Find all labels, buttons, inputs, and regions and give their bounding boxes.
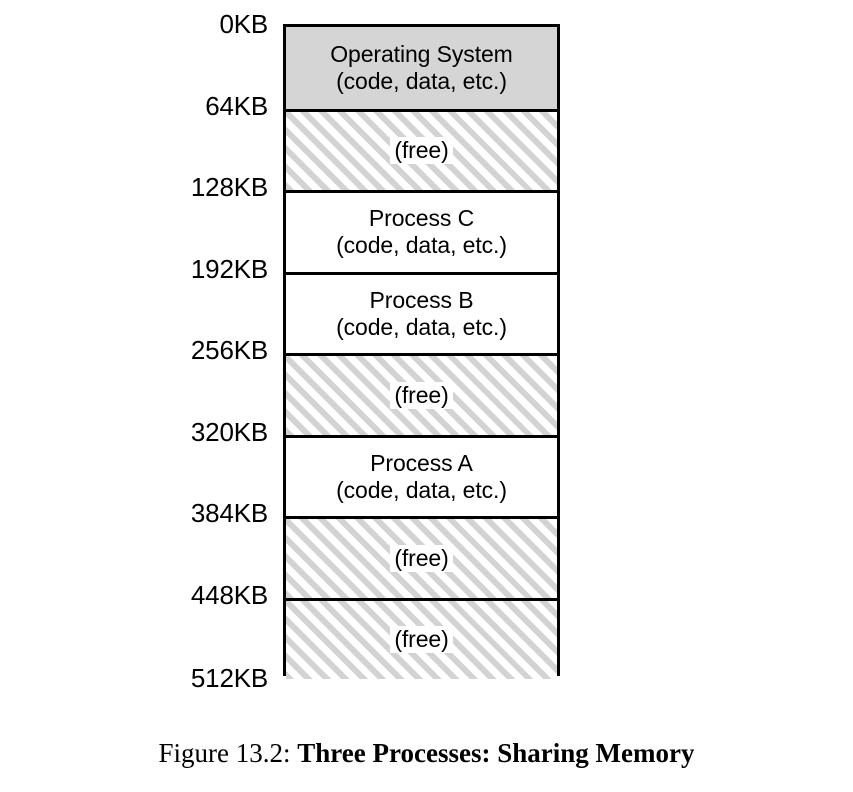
memory-segment-process-b: Process B (code, data, etc.): [286, 271, 557, 353]
figure-caption: Figure 13.2: Three Processes: Sharing Me…: [0, 736, 853, 770]
segment-label-line2: (code, data, etc.): [336, 476, 507, 503]
memory-map: Operating System (code, data, etc.) (fre…: [283, 24, 560, 679]
segment-label: Process B (code, data, etc.): [336, 287, 507, 341]
segment-label-line2: (code, data, etc.): [336, 67, 507, 94]
segment-label-line1: (free): [394, 381, 449, 408]
memory-segment-process-c: Process C (code, data, etc.): [286, 190, 557, 272]
segment-label-line1: (free): [394, 544, 449, 571]
memory-segment-process-a: Process A (code, data, etc.): [286, 434, 557, 516]
address-tick-192kb: 192KB: [190, 254, 268, 284]
memory-segment-free-448-512: (free): [286, 597, 557, 679]
memory-segment-free-64-128: (free): [286, 108, 557, 190]
segment-label-line1: Process A: [370, 449, 473, 476]
address-axis: 0KB 64KB 128KB 192KB 256KB 320KB 384KB 4…: [0, 0, 268, 716]
segment-label-line2: (code, data, etc.): [336, 313, 507, 340]
segment-label: (free): [390, 381, 453, 409]
figure-caption-number: Figure 13.2:: [158, 738, 291, 768]
segment-label-line1: (free): [394, 626, 449, 653]
segment-label-line1: Process B: [369, 286, 474, 313]
address-tick-384kb: 384KB: [190, 498, 268, 528]
segment-label: Process C (code, data, etc.): [336, 205, 507, 259]
address-tick-448kb: 448KB: [190, 580, 268, 610]
address-tick-256kb: 256KB: [190, 335, 268, 365]
segment-label: (free): [390, 626, 453, 654]
segment-label: (free): [390, 544, 453, 572]
segment-label-line1: Operating System: [330, 40, 513, 67]
memory-segment-free-256-320: (free): [286, 353, 557, 435]
figure-caption-title: Three Processes: Sharing Memory: [297, 738, 695, 768]
segment-label-line2: (code, data, etc.): [336, 232, 507, 259]
address-tick-64kb: 64KB: [205, 91, 268, 121]
memory-segment-operating-system: Operating System (code, data, etc.): [286, 27, 557, 109]
segment-label: (free): [390, 137, 453, 165]
address-tick-512kb: 512KB: [190, 663, 268, 693]
segment-label-line1: Process C: [368, 205, 475, 232]
memory-segment-free-384-448: (free): [286, 516, 557, 598]
segment-label-line1: (free): [394, 137, 449, 164]
memory-layout-figure: 0KB 64KB 128KB 192KB 256KB 320KB 384KB 4…: [0, 0, 560, 716]
segment-label: Operating System (code, data, etc.): [330, 40, 513, 95]
address-tick-128kb: 128KB: [190, 172, 268, 202]
address-tick-0kb: 0KB: [219, 9, 268, 39]
address-tick-320kb: 320KB: [190, 417, 268, 447]
segment-label: Process A (code, data, etc.): [336, 450, 507, 504]
